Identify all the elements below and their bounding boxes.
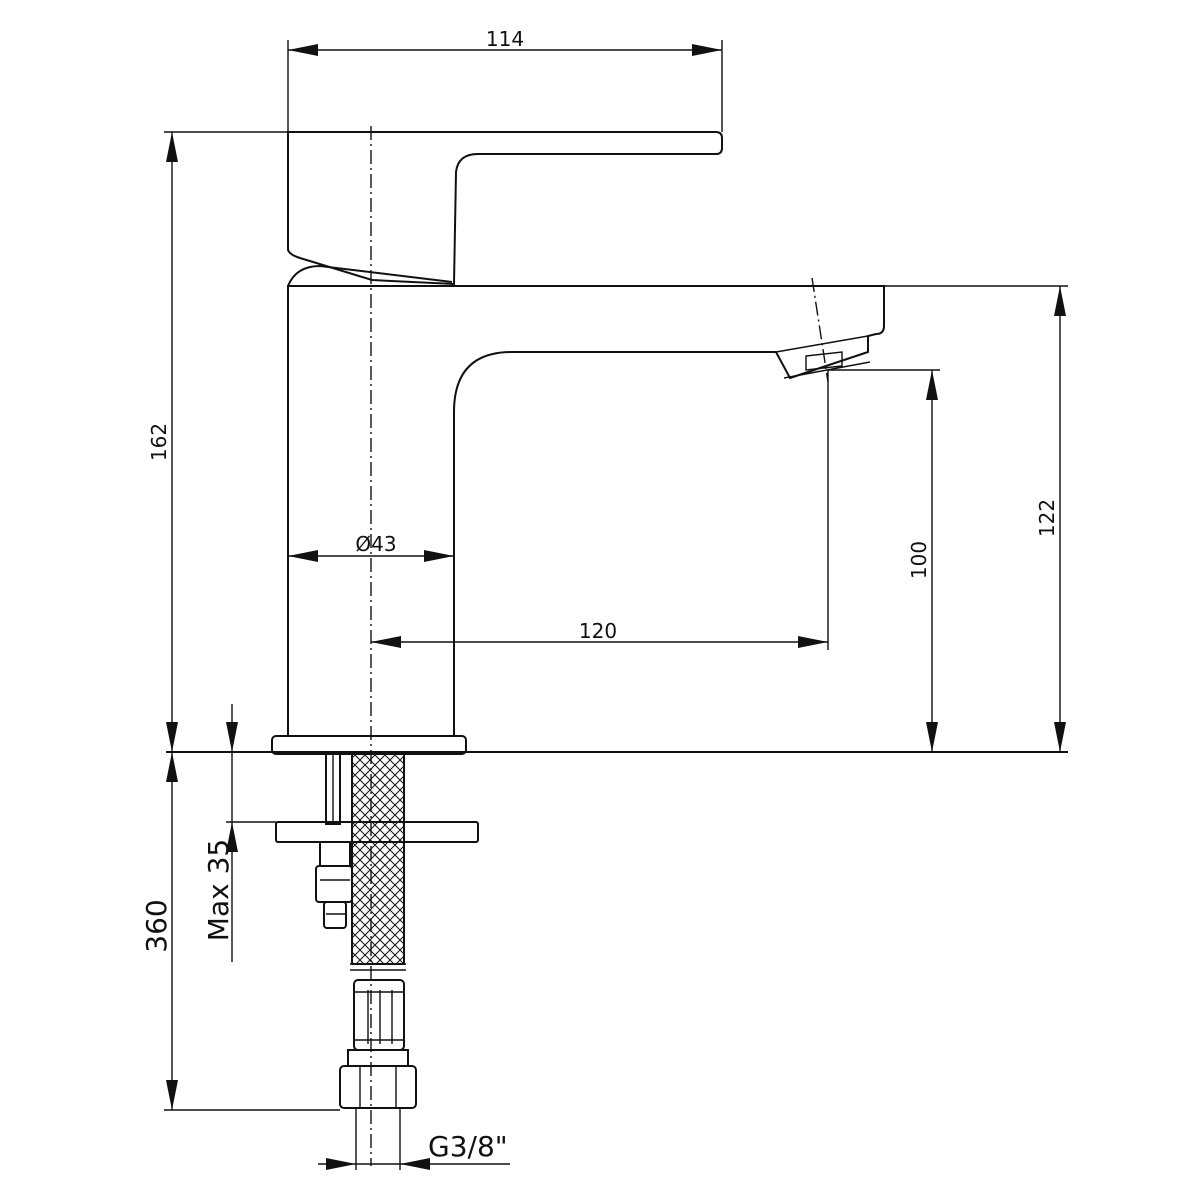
dim-label-diameter: Ø43 (355, 532, 396, 556)
lever-handle (287, 131, 723, 286)
hose-nut (339, 1065, 417, 1109)
dim-label-thread: G3/8" (428, 1130, 508, 1163)
spout-body (287, 285, 885, 737)
handle-base (287, 264, 453, 287)
dim-label-122: 122 (1035, 499, 1059, 537)
dim-body-diameter: Ø43 (288, 532, 454, 562)
fixing-nut (319, 841, 351, 867)
dim-label-360: 360 (140, 899, 173, 952)
dim-label-114: 114 (486, 27, 524, 51)
flexible-hose (339, 753, 417, 1109)
dim-spout-reach: 120 (371, 370, 829, 650)
dim-handle-width: 114 (287, 27, 723, 132)
dim-outlet-clearance: 100 (828, 369, 940, 752)
dim-label-100: 100 (907, 541, 931, 579)
faucet-body (166, 131, 1068, 755)
dim-max-deck: Max 35 (202, 704, 276, 962)
dim-label-max35: Max 35 (202, 839, 235, 941)
dim-hose-length: 360 (140, 752, 340, 1111)
dim-label-120: 120 (579, 619, 617, 643)
dim-thread-size: G3/8" (318, 1108, 510, 1170)
dim-total-height: 162 (147, 131, 288, 752)
dim-spout-height: 122 (884, 285, 1068, 752)
dim-label-162: 162 (147, 423, 171, 461)
